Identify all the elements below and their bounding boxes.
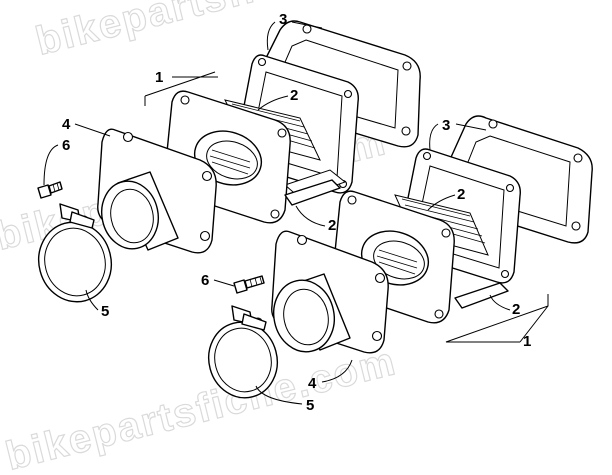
callouts: 1 3 2 2 4 6 5 3 2 2 1 6 4 5 bbox=[62, 11, 531, 414]
callout-1-lower: 1 bbox=[523, 333, 531, 350]
callout-2-lower: 2 bbox=[457, 186, 465, 203]
callout-2-lower-strip: 2 bbox=[512, 301, 520, 318]
bolt-hole bbox=[201, 170, 213, 182]
reed-stopper-upper bbox=[284, 179, 341, 206]
bolt-hole bbox=[199, 230, 211, 242]
callout-6-upper: 6 bbox=[62, 137, 70, 154]
callout-2-upper-strip: 2 bbox=[328, 217, 336, 234]
callout-4-lower: 4 bbox=[308, 375, 317, 392]
intake-flange-upper bbox=[97, 128, 217, 254]
bolt-hole bbox=[270, 209, 280, 219]
callout-4-upper: 4 bbox=[62, 116, 71, 133]
bolt-hole bbox=[401, 126, 411, 136]
callout-1-upper: 1 bbox=[155, 69, 163, 86]
callout-6-lower: 6 bbox=[201, 272, 209, 289]
callout-3-lower: 3 bbox=[442, 117, 450, 134]
leader-lines bbox=[43, 21, 549, 405]
bolt-hole bbox=[343, 89, 353, 99]
intake-flange-lower bbox=[271, 230, 389, 354]
watermark-text-bottom: bikepartsfiche.com bbox=[2, 339, 401, 475]
bolt-lower bbox=[233, 275, 265, 294]
hose-clamp-lower bbox=[208, 305, 278, 399]
reed-stopper-lower bbox=[454, 282, 509, 309]
bolt-hole bbox=[277, 128, 287, 138]
callout-2-upper: 2 bbox=[290, 87, 298, 104]
bolt-upper bbox=[37, 181, 63, 199]
bolt-hole bbox=[180, 95, 190, 105]
callout-5-lower: 5 bbox=[306, 397, 314, 414]
hose-clamp-upper bbox=[38, 203, 112, 303]
callout-5-upper: 5 bbox=[101, 303, 109, 320]
bolt-hole bbox=[122, 131, 134, 143]
callout-3-upper: 3 bbox=[279, 11, 287, 28]
bolt-hole bbox=[257, 57, 267, 67]
bolt-hole bbox=[302, 24, 312, 34]
bolt-hole bbox=[402, 61, 412, 71]
